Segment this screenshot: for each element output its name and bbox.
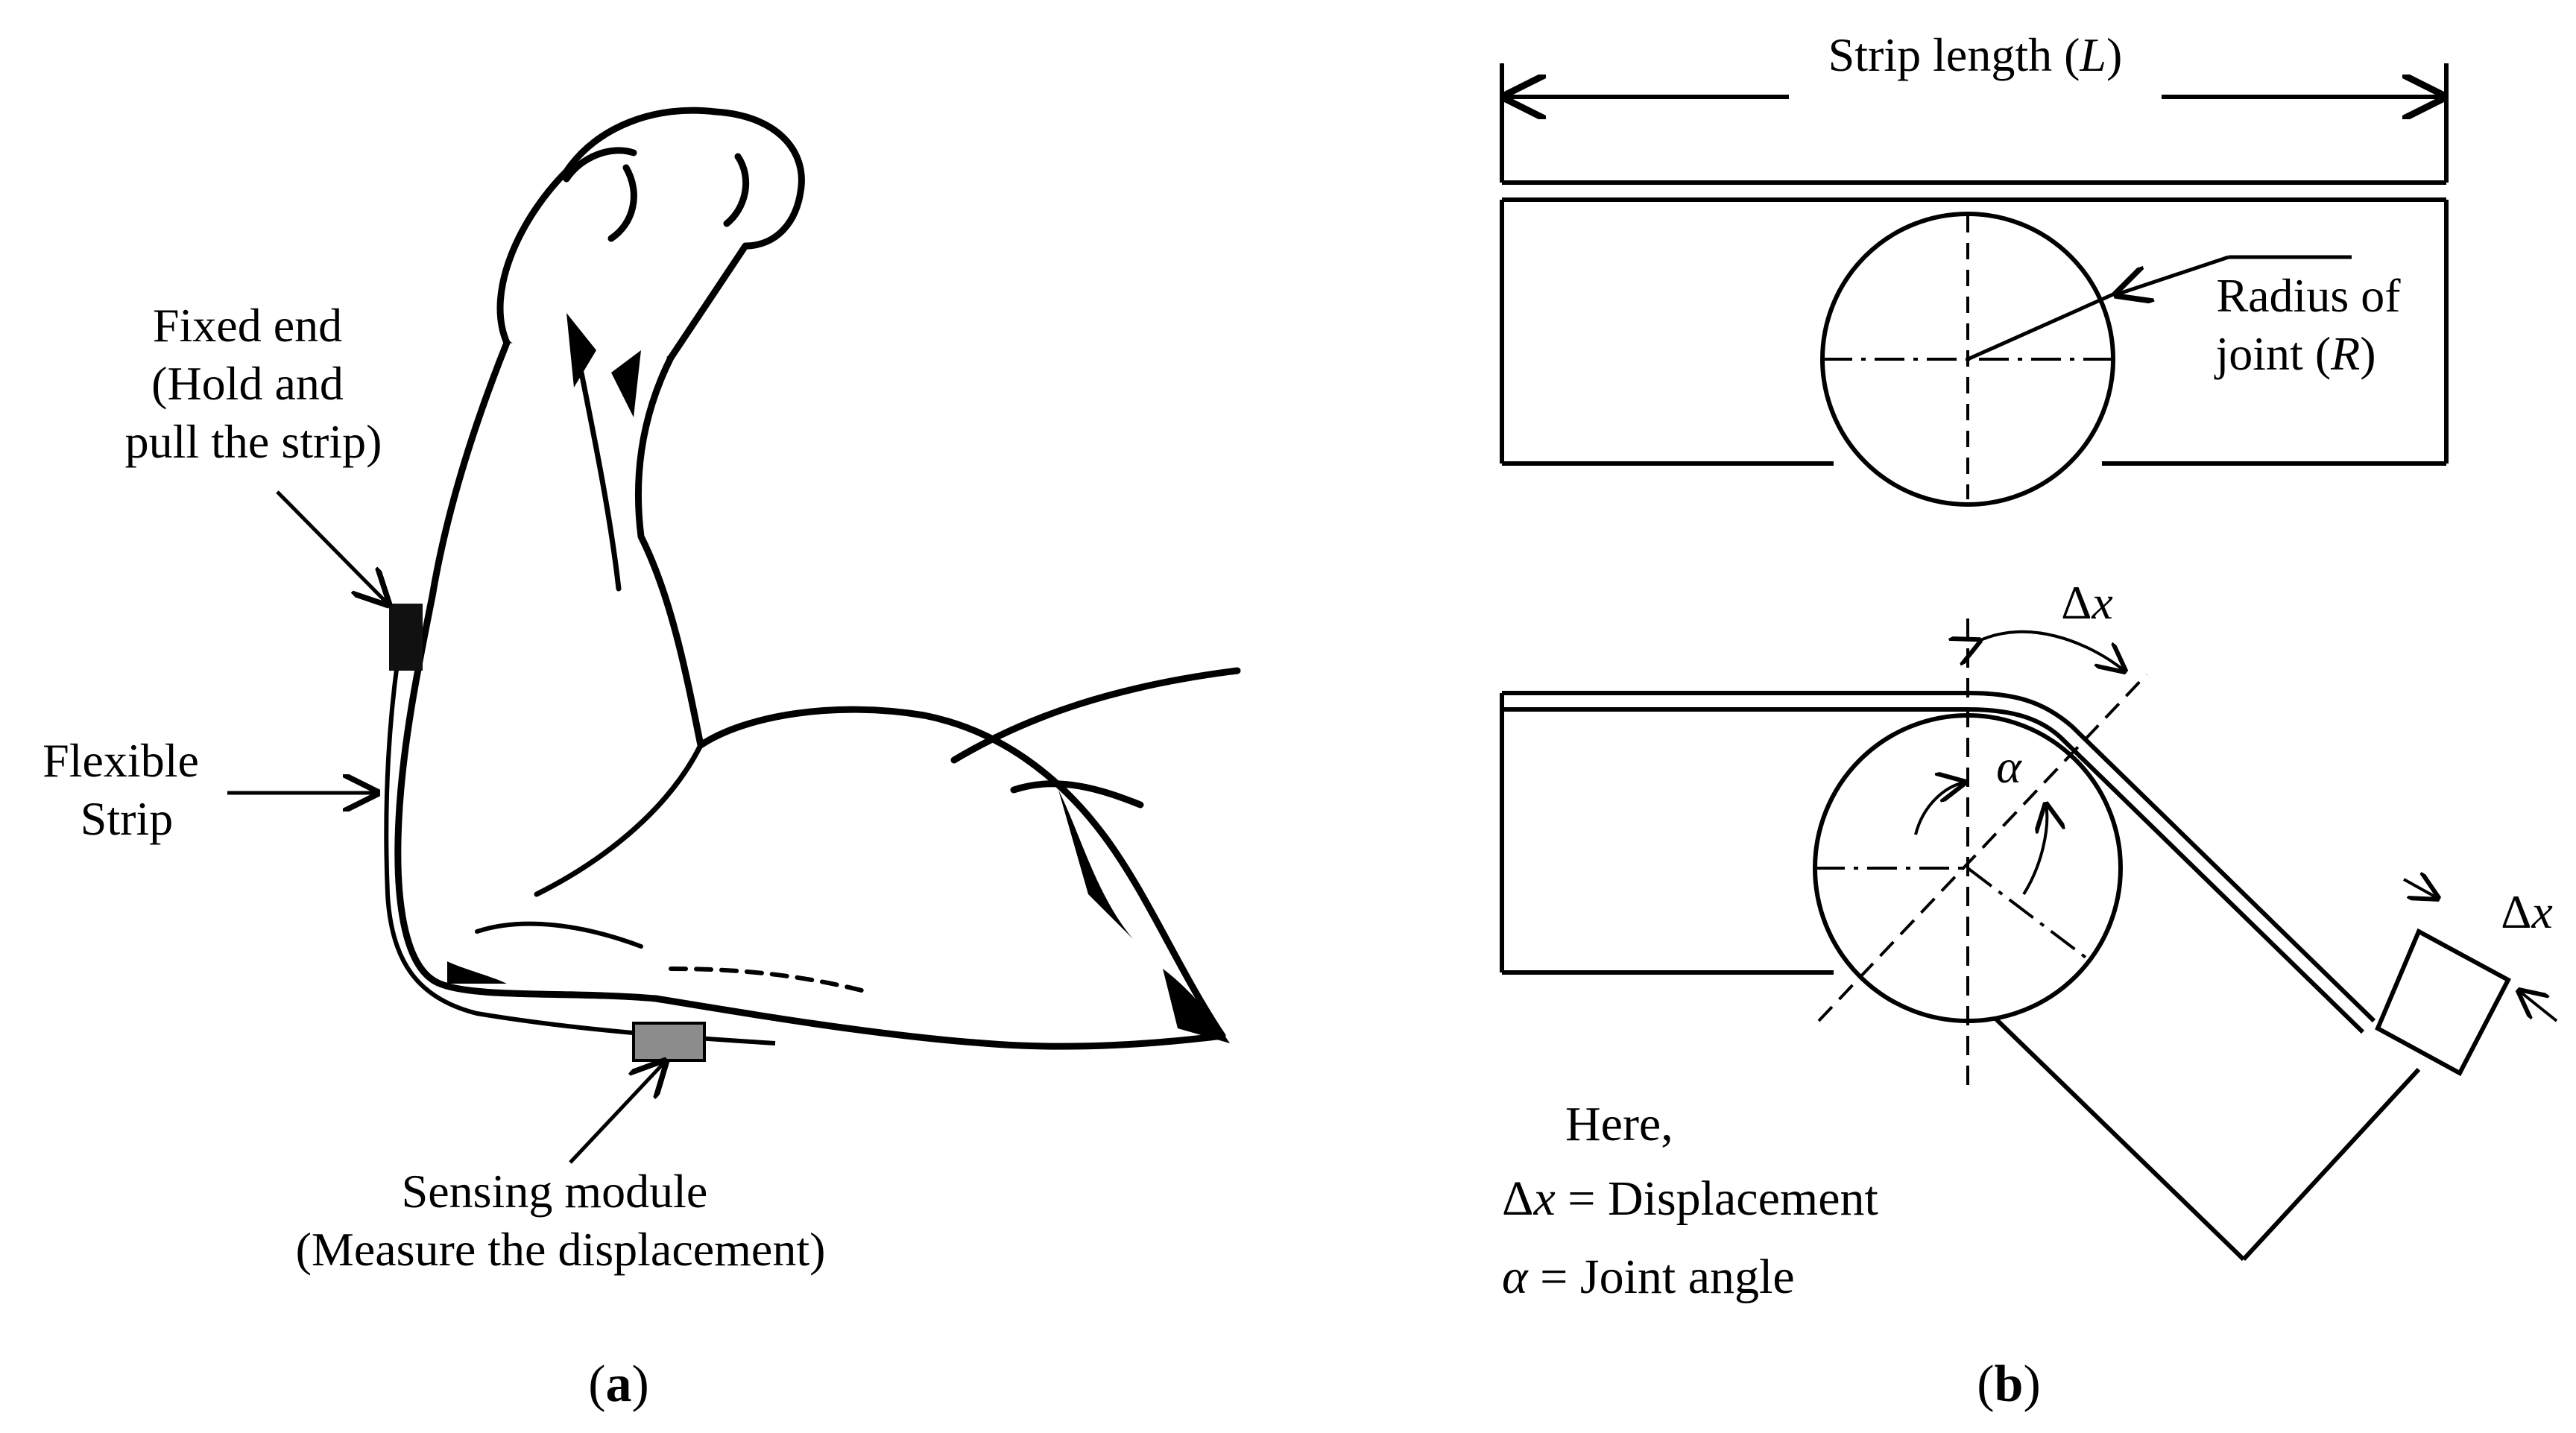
- alpha-arc-right: [2022, 805, 2047, 896]
- radius-label: Radius of joint (R): [2214, 269, 2412, 380]
- flexible-strip: [384, 607, 776, 1046]
- bent-centerline-rot: [1966, 867, 2092, 963]
- radius-arrow: [2117, 255, 2229, 294]
- delta-x-arc-label: Δx: [2061, 576, 2113, 629]
- panel-a: Fixed end (Hold and pull the strip) Flex…: [42, 107, 1241, 1413]
- link-right-lower: [1984, 1007, 2246, 1262]
- bent-strip-curve-outer: [1967, 691, 2376, 1023]
- sensing-module-arrow: [569, 1062, 665, 1164]
- bent-centerline-diag: [1817, 673, 2148, 1022]
- arm-shading: [447, 313, 1230, 1043]
- alpha-label: α: [1996, 740, 2022, 793]
- alpha-arc-left: [1914, 782, 1964, 835]
- strip-length-label: Strip length (L): [1828, 28, 2123, 81]
- panel-b-caption: (b): [1977, 1356, 2041, 1413]
- legend-displacement: Δx = Displacement: [1502, 1171, 1878, 1226]
- fixed-end-label: Fixed end (Hold and pull the strip): [125, 299, 382, 468]
- legend-here: Here,: [1565, 1097, 1673, 1151]
- panel-b: [1500, 63, 2558, 1262]
- panel-a-caption: (a): [588, 1356, 649, 1413]
- delta-x-block-label: Δx: [2501, 885, 2553, 938]
- radius-line: [1966, 292, 2115, 361]
- bent-strip-curve-inner: [1967, 707, 2365, 1034]
- fixed-end-arrow: [276, 490, 388, 604]
- delta-x-arc: [1979, 630, 2124, 671]
- flexible-strip-label: Flexible Strip: [42, 734, 211, 845]
- panel-b-labels: Strip length (L) Radius of joint (R) Δx …: [1502, 28, 2553, 1413]
- arm-illustration: [394, 107, 1241, 1050]
- delta-x-tick-left: [2403, 879, 2437, 898]
- delta-x-tick-right: [2519, 991, 2558, 1022]
- sensing-module-label: Sensing module (Measure the displacement…: [296, 1165, 826, 1276]
- fixed-end-clamp: [389, 604, 423, 671]
- link-right-end: [2241, 1067, 2421, 1262]
- legend-joint-angle: α = Joint angle: [1502, 1250, 1795, 1304]
- sensing-module: [632, 1022, 706, 1062]
- displacement-block: [2375, 928, 2512, 1077]
